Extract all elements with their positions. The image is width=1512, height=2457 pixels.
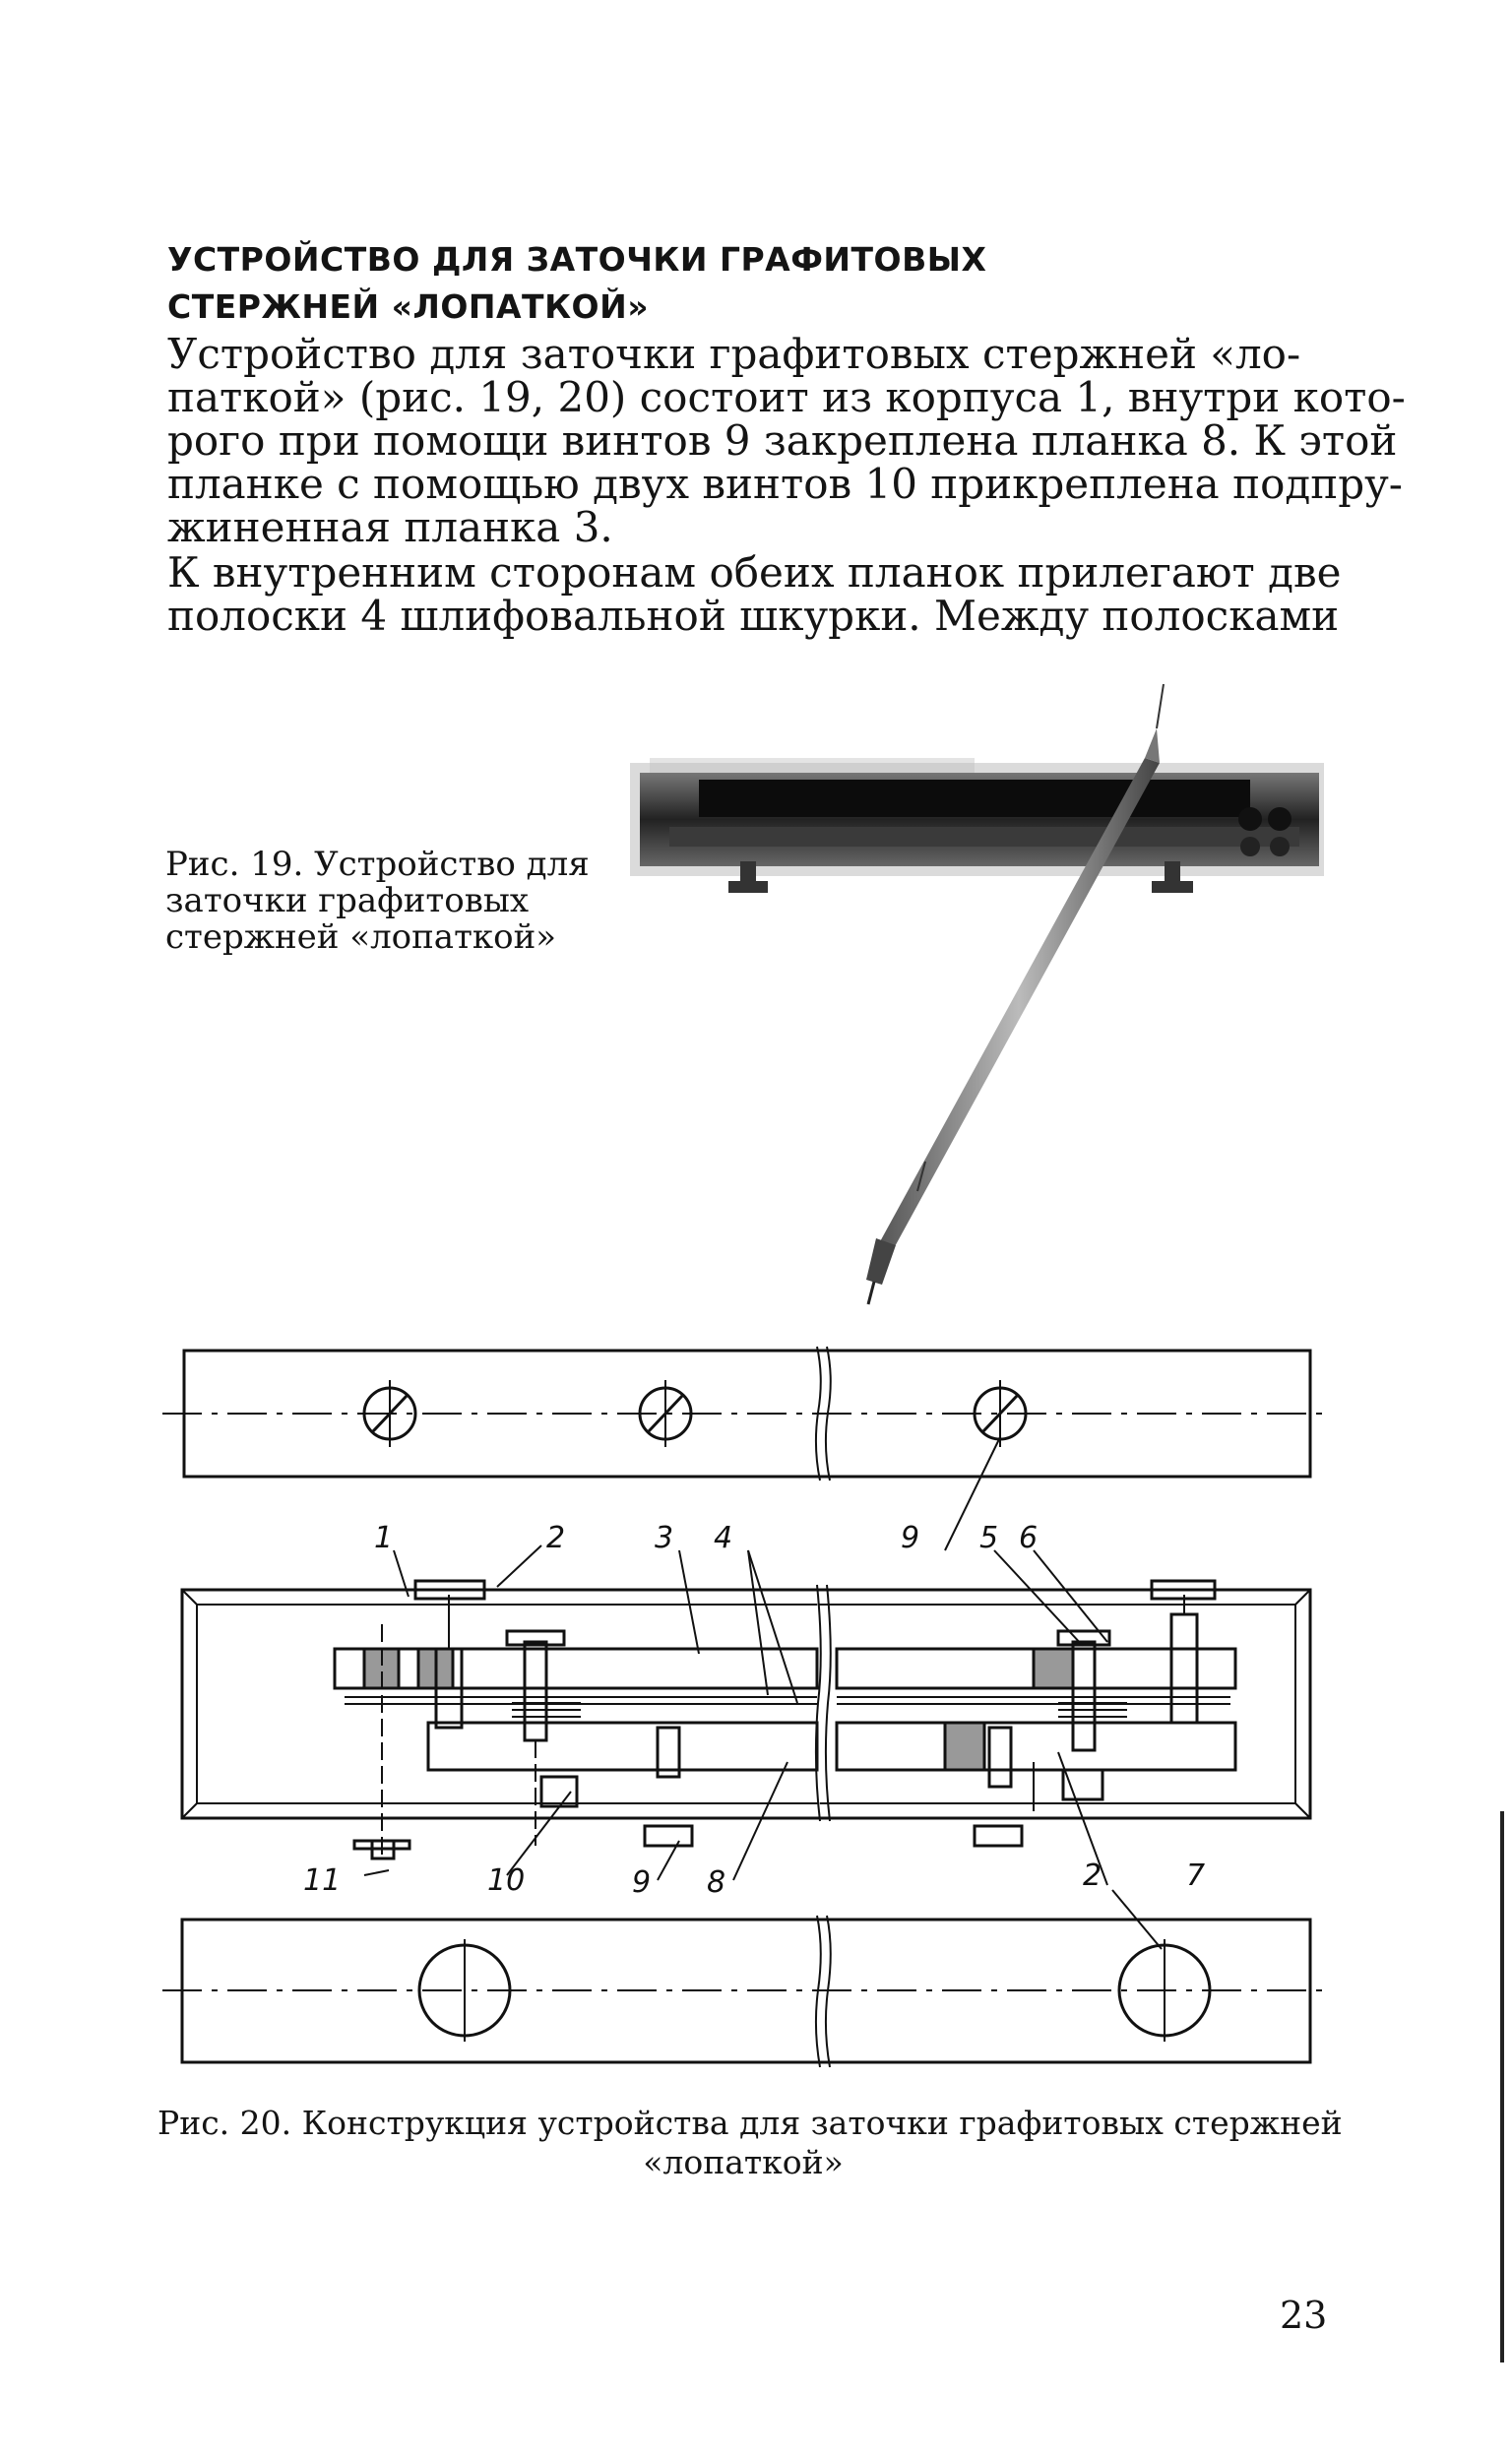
- bottom-view: [162, 1915, 1329, 2068]
- top-view: [162, 1346, 1329, 1481]
- callout-5: 5: [979, 1521, 998, 1555]
- paragraph-2-line: полоски 4 шлифовальной шкурки. Между пол…: [167, 592, 1340, 640]
- section-view: [180, 1579, 1312, 1860]
- heading-line-1: УСТРОЙСТВО ДЛЯ ЗАТОЧКИ ГРАФИТОВЫХ: [167, 240, 987, 279]
- caption-line: стержней «лопаткой»: [165, 917, 557, 957]
- paragraph-1-line: паткой» (рис. 19, 20) состоит из корпуса…: [167, 373, 1406, 421]
- callout-3: 3: [655, 1521, 673, 1555]
- figure-20-drawing: 1 2 3 4 9 5 6 11 10 9 8 2 7: [162, 1346, 1329, 2068]
- callout-9: 9: [632, 1865, 651, 1900]
- caption-line: заточки графитовых: [165, 881, 530, 920]
- caption-line: Рис. 19. Устройство для: [165, 845, 590, 884]
- caption-line: «лопаткой»: [643, 2143, 844, 2181]
- callout-1: 1: [374, 1521, 393, 1555]
- caption-line: Рис. 20. Конструкция устройства для зато…: [158, 2104, 1343, 2142]
- callout-7: 7: [1186, 1858, 1205, 1893]
- scan-edge-line: [1500, 1811, 1504, 2362]
- callout-11: 11: [303, 1863, 341, 1898]
- callout-4: 4: [714, 1521, 732, 1555]
- callout-2: 2: [1083, 1858, 1102, 1893]
- paragraph-1-line: Устройство для заточки графитовых стержн…: [167, 330, 1301, 378]
- callout-6: 6: [1019, 1521, 1038, 1555]
- paragraph-1: Устройство для заточки графитовых стержн…: [167, 330, 1406, 551]
- callout-9: 9: [901, 1521, 919, 1555]
- paragraph-2: К внутренним сторонам обеих планок приле…: [167, 548, 1342, 640]
- leader-lines: [363, 1436, 1163, 1950]
- figure-19-caption: Рис. 19. Устройство для заточки графитов…: [165, 847, 591, 956]
- figure-20-caption: Рис. 20. Конструкция устройства для зато…: [158, 2104, 1343, 2182]
- paragraph-2-line: К внутренним сторонам обеих планок приле…: [167, 548, 1342, 597]
- section-heading: УСТРОЙСТВО ДЛЯ ЗАТОЧКИ ГРАФИТОВЫХ СТЕРЖН…: [167, 236, 1053, 331]
- figure-19-photo: [630, 669, 1339, 1319]
- callout-8: 8: [707, 1865, 725, 1900]
- callout-10: 10: [487, 1863, 525, 1898]
- paragraph-1-line: планке с помощью двух винтов 10 прикрепл…: [167, 460, 1403, 508]
- paragraph-1-line: рого при помощи винтов 9 закреплена план…: [167, 416, 1398, 465]
- heading-line-2: СТЕРЖНЕЙ «ЛОПАТКОЙ»: [167, 287, 650, 326]
- paragraph-1-line: жиненная планка 3.: [167, 503, 613, 551]
- page-number: 23: [1280, 2294, 1328, 2337]
- callout-2: 2: [546, 1521, 565, 1555]
